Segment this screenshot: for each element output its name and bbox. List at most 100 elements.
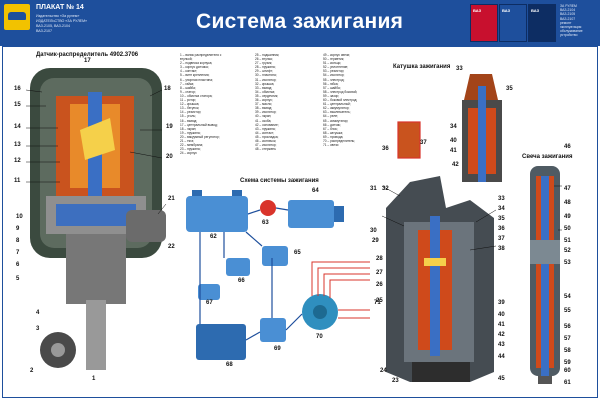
- header-bar: ПЛАКАТ № 14 Издательство «За рулем» ИЗДА…: [0, 0, 600, 46]
- legend-item: 43 – пружина;: [255, 126, 276, 131]
- callout-number: 18: [164, 86, 171, 92]
- legend-item: 14 – резистор;: [180, 110, 202, 115]
- plug-label: Свеча зажигания: [522, 154, 573, 160]
- callout-number: 47: [564, 186, 571, 192]
- legend-item: 32 – крышка;: [255, 81, 275, 86]
- callout-number: 2: [30, 368, 34, 374]
- legend-item: 49 – корпус свечи;: [323, 53, 351, 57]
- sensor-66: [226, 258, 250, 276]
- switch-65: [262, 246, 288, 266]
- legend-item: 63 – выключатель;: [323, 110, 351, 115]
- legend-item: 24 – корпус: [180, 151, 197, 156]
- callout-number: 55: [564, 308, 571, 314]
- callout-number: 33: [456, 66, 463, 72]
- legend-item: 19 – пружина;: [180, 130, 201, 135]
- callout-number: 8: [16, 238, 20, 244]
- legend-item: 23 – пружина;: [180, 147, 201, 152]
- legend-item: 6 – упорная пластина;: [180, 77, 213, 82]
- distributor-label: Датчик-распределитель 4902.3706: [36, 52, 139, 58]
- callout-number: 16: [14, 86, 21, 92]
- relay-end: [334, 206, 344, 222]
- plug-tip: [538, 376, 552, 384]
- legend-item: 9 – статор;: [180, 89, 196, 94]
- ignition-switch-63: [260, 200, 276, 216]
- legend-item: 61 – центральный;: [323, 102, 351, 107]
- callout-number: 40: [450, 138, 457, 144]
- legend-item: 12 – крышка;: [180, 102, 200, 107]
- car-icon: [8, 12, 26, 20]
- legend-item: 45 – прокладка;: [255, 134, 279, 139]
- legend-item: 54 – изолятор;: [323, 73, 345, 78]
- publisher-line: Издательство «За рулем»: [36, 14, 80, 18]
- callout-number: 17: [84, 58, 91, 64]
- callout-number: 66: [238, 278, 245, 284]
- callout-number: 34: [498, 206, 505, 212]
- callout-number: 54: [564, 294, 571, 300]
- plug-rod: [541, 176, 549, 376]
- legend-item: 10 – обмотка статора;: [180, 93, 213, 98]
- callout-number: 27: [376, 270, 383, 276]
- legend-item: 18 – экран;: [180, 126, 197, 131]
- callout-number: 62: [210, 234, 217, 240]
- callout-number: 56: [564, 324, 571, 330]
- legend-item: 64 – реле;: [323, 114, 339, 119]
- callout-number: 46: [564, 144, 571, 150]
- legend-item: 57 – шайба;: [323, 85, 341, 90]
- callout-number: 35: [498, 216, 505, 222]
- battery-terminal: [192, 190, 202, 196]
- coil-core: [478, 86, 486, 182]
- poster-frame: [2, 46, 598, 398]
- publisher-line: ИЗДАТЕЛЬСТВО «ЗА РУЛЕМ»: [36, 19, 88, 23]
- publisher-line: ВАЗ-2107: [36, 29, 52, 33]
- callout-number: 53: [564, 260, 571, 266]
- callout-number: 15: [14, 102, 21, 108]
- book-cover: ВАЗ: [528, 4, 556, 42]
- callout-number: 41: [450, 148, 457, 154]
- callout-number: 28: [376, 256, 383, 262]
- callout-number: 38: [498, 246, 505, 252]
- callout-number: 37: [498, 236, 505, 242]
- legend-item: 60 – боковой электрод;: [323, 98, 358, 103]
- callout-number: 20: [166, 154, 173, 160]
- legend-item: 13 – бегунок;: [180, 106, 200, 111]
- legend-item: 28 – пружина;: [255, 65, 276, 70]
- legend-item: 42 – основание;: [255, 122, 279, 127]
- callout-number: 34: [450, 124, 457, 130]
- wiring-scheme: [186, 190, 370, 360]
- callout-number: 41: [498, 322, 505, 328]
- legend-item: 44 – контакт;: [255, 130, 275, 135]
- spark-plug-drawing: [530, 166, 560, 384]
- callout-number: 6: [16, 262, 20, 268]
- legend-item: 3 – корпус датчика;: [180, 65, 209, 70]
- vacuum-regulator: [126, 210, 166, 242]
- callout-number: 33: [498, 196, 505, 202]
- legend-item: 66 – датчик;: [323, 122, 341, 127]
- coil-69: [260, 318, 286, 342]
- legend-item: 41 – скоба;: [255, 118, 272, 123]
- distributor-drawing: [30, 68, 166, 370]
- callout-number: 4: [36, 310, 40, 316]
- callout-number: 45: [498, 376, 505, 382]
- callout-number: 3: [36, 326, 40, 332]
- legend-item: 59 – зазор;: [323, 93, 340, 98]
- callout-number: 43: [498, 342, 505, 348]
- callout-number: 31: [370, 186, 377, 192]
- legend-item: 47 – изолятор;: [255, 143, 277, 148]
- coil-base: [412, 362, 470, 382]
- legend-item: 25 – подшипник;: [255, 53, 280, 57]
- legend-item: 22 – мембрана;: [180, 143, 203, 148]
- legend-item: 31 – изолятор;: [255, 77, 277, 82]
- coil-detail: [397, 121, 421, 159]
- legend-item: втулкой;: [180, 57, 193, 62]
- legend-item: 62 – аккумулятор;: [323, 106, 350, 111]
- callout-number: 36: [382, 146, 389, 152]
- callout-number: 7: [16, 250, 20, 256]
- callout-number: 36: [498, 226, 505, 232]
- callout-number: 50: [564, 226, 571, 232]
- callout-number: 61: [564, 380, 571, 386]
- callout-number: 42: [498, 332, 505, 338]
- gear-hub: [51, 343, 65, 357]
- legend-item: 16 – вывод;: [180, 118, 198, 123]
- legend-item: 69 – провода;: [323, 134, 344, 139]
- legend-item: 33 – вывод;: [255, 85, 273, 90]
